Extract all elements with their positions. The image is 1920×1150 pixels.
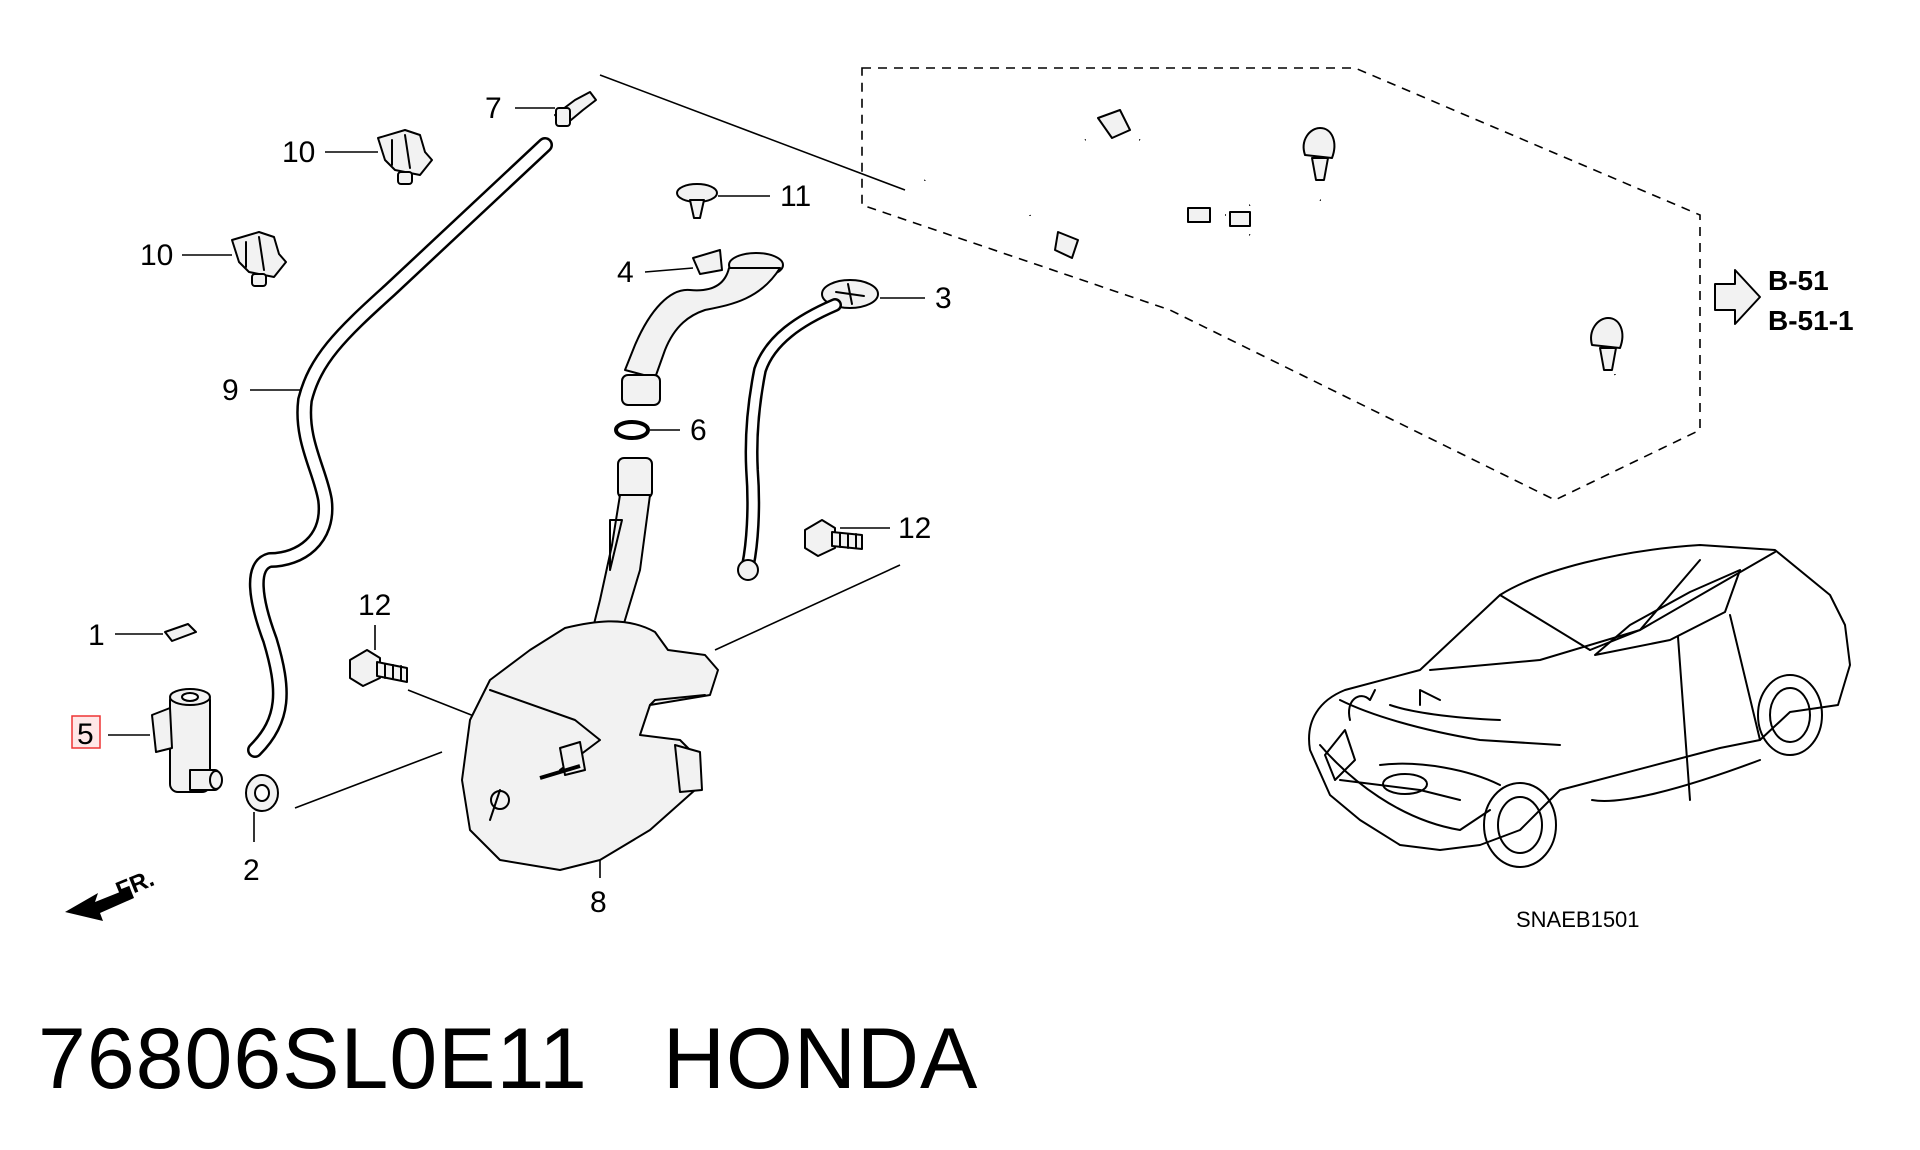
o-ring-part-6 (614, 420, 650, 440)
brand-name: HONDA (662, 1011, 979, 1107)
seal-part-1 (164, 623, 197, 642)
callout-12-right: 12 (898, 512, 931, 545)
callout-1: 1 (88, 619, 105, 652)
hose-clip-part-10-upper (377, 129, 433, 185)
level-gauge-part-3 (737, 279, 879, 581)
bolt-part-12-left (349, 649, 408, 687)
washer-nozzle-upper (1302, 127, 1336, 181)
vehicle-location-drawing (1308, 544, 1851, 868)
washer-pump-part-5[interactable] (151, 688, 223, 793)
washer-hose-part-9 (247, 137, 553, 758)
reference-arrow-icon (1714, 269, 1761, 325)
callout-4: 4 (617, 256, 634, 289)
callout-8: 8 (590, 886, 607, 919)
washer-nozzle-lower (1590, 317, 1624, 371)
reference-b51[interactable]: B-51 (1768, 265, 1829, 296)
callout-3: 3 (935, 282, 952, 315)
footer-caption: 76806SL0E11 HONDA (38, 1010, 978, 1109)
hose-joint-part-7 (554, 91, 597, 127)
bolt-part-12-right (804, 519, 863, 557)
front-direction-arrow-icon: FR. (65, 865, 158, 921)
callout-2: 2 (243, 854, 260, 887)
diagram-code: SNAEB1501 (1516, 907, 1640, 932)
part-number: 76806SL0E11 (38, 1011, 588, 1107)
reference-b51-1[interactable]: B-51-1 (1768, 305, 1854, 336)
callout-7: 7 (485, 92, 502, 125)
washer-reservoir-part-8 (461, 457, 719, 871)
callout-12-left: 12 (358, 589, 391, 622)
nozzle-group-outline (861, 67, 1701, 501)
callout-5-highlight (71, 715, 101, 749)
callout-9: 9 (222, 374, 239, 407)
callout-10-upper: 10 (282, 136, 315, 169)
filler-neck-part-4 (621, 249, 784, 406)
washer-hose-assembly (922, 109, 1619, 391)
callout-10-lower: 10 (140, 239, 173, 272)
hose-clip-part-10-lower (231, 231, 287, 287)
grommet-part-2 (245, 774, 279, 812)
callout-6: 6 (690, 414, 707, 447)
front-label: FR. (112, 865, 158, 905)
callout-5[interactable]: 5 (77, 718, 94, 751)
callout-11: 11 (780, 180, 811, 213)
cap-part-11 (676, 183, 718, 219)
